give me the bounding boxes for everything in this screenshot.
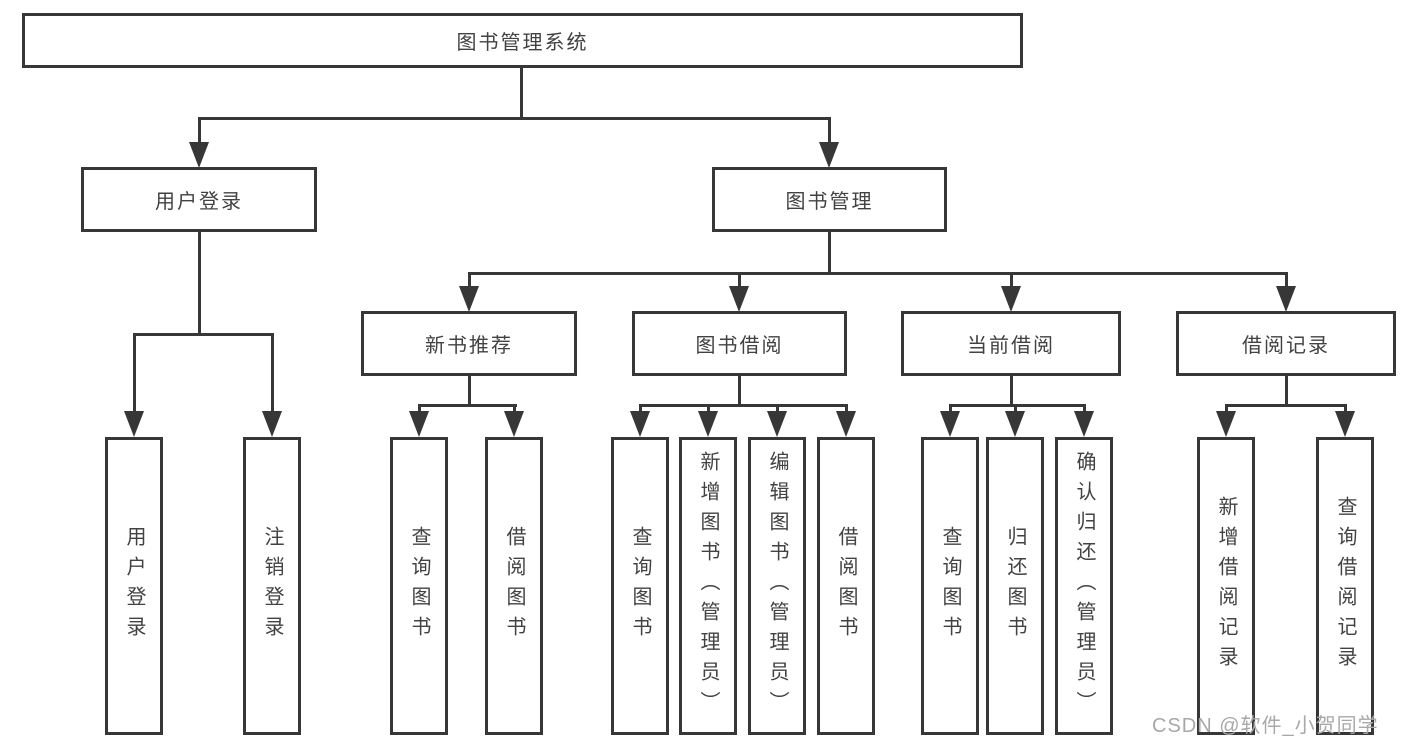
node-label: 借阅记录 [1242, 335, 1330, 357]
node-label: 图书管理系统 [456, 32, 589, 54]
node-label: 用户登录 [155, 191, 243, 213]
node-label: 归还图书 [1004, 526, 1026, 646]
leaf-query-borrow-record: 查询借阅记录 [1316, 437, 1374, 735]
node-borrow-records: 借阅记录 [1176, 311, 1396, 376]
arrow-down-icon [504, 411, 524, 437]
connector [1285, 272, 1288, 288]
connector [1344, 404, 1347, 416]
connector [1014, 404, 1017, 416]
arrow-down-icon [1216, 411, 1236, 437]
leaf-edit-books-admin: 编辑图书（管理员） [748, 437, 806, 735]
connector [418, 404, 517, 407]
node-label: 查询图书 [408, 526, 430, 646]
arrow-down-icon [409, 411, 429, 437]
node-user-login: 用户登录 [81, 167, 317, 232]
node-book-management: 图书管理 [712, 167, 947, 232]
connector [1010, 272, 1013, 288]
arrow-down-icon [1276, 286, 1296, 312]
node-label: 新增借阅记录 [1215, 496, 1237, 676]
node-book-borrow: 图书借阅 [632, 311, 847, 376]
leaf-return-books: 归还图书 [986, 437, 1044, 735]
node-label: 图书管理 [785, 191, 874, 213]
arrow-down-icon [1005, 411, 1025, 437]
arrow-down-icon [819, 142, 839, 168]
node-label: 用户登录 [123, 526, 145, 646]
node-label: 借阅图书 [503, 526, 525, 646]
connector [738, 272, 741, 288]
connector [1010, 376, 1013, 406]
connector [198, 232, 201, 335]
connector [949, 404, 952, 416]
connector [828, 117, 831, 145]
connector [1225, 404, 1347, 407]
leaf-borrow-books-1: 借阅图书 [485, 437, 543, 735]
connector [198, 117, 831, 120]
arrow-down-icon [1001, 286, 1021, 312]
node-label: 新书推荐 [425, 335, 513, 357]
connector [1225, 404, 1228, 416]
leaf-user-login: 用户登录 [105, 437, 163, 735]
arrow-down-icon [767, 411, 787, 437]
connector [828, 232, 831, 274]
node-label: 编辑图书（管理员） [766, 451, 788, 721]
connector [513, 404, 516, 416]
leaf-query-books-1: 查询图书 [390, 437, 448, 735]
arrow-down-icon [459, 286, 479, 312]
connector [468, 376, 471, 406]
connector [776, 404, 779, 416]
arrow-down-icon [729, 286, 749, 312]
node-label: 新增图书（管理员） [697, 451, 719, 721]
node-label: 查询图书 [939, 526, 961, 646]
connector [418, 404, 421, 416]
connector [949, 404, 1086, 407]
arrow-down-icon [630, 411, 650, 437]
arrow-down-icon [124, 411, 144, 437]
node-new-book-recommend: 新书推荐 [361, 311, 577, 376]
leaf-query-books-3: 查询图书 [921, 437, 979, 735]
node-root: 图书管理系统 [22, 13, 1023, 68]
node-label: 查询图书 [629, 526, 651, 646]
node-label: 借阅图书 [835, 526, 857, 646]
connector [468, 272, 471, 288]
leaf-query-books-2: 查询图书 [611, 437, 669, 735]
connector [198, 117, 201, 145]
leaf-confirm-return-admin: 确认归还（管理员） [1055, 437, 1113, 735]
arrow-down-icon [940, 411, 960, 437]
node-current-borrow: 当前借阅 [901, 311, 1121, 376]
node-label: 确认归还（管理员） [1073, 451, 1095, 721]
connector [271, 333, 274, 413]
node-label: 当前借阅 [967, 335, 1055, 357]
leaf-logout: 注销登录 [243, 437, 301, 735]
arrow-down-icon [262, 411, 282, 437]
arrow-down-icon [1335, 411, 1355, 437]
watermark: CSDN @软件_小贺同学 [1152, 715, 1379, 737]
connector [468, 272, 1288, 275]
connector [520, 68, 523, 118]
leaf-add-borrow-record: 新增借阅记录 [1197, 437, 1255, 735]
connector [1285, 376, 1288, 406]
connector [133, 333, 274, 336]
connector [1083, 404, 1086, 416]
leaf-borrow-books-2: 借阅图书 [817, 437, 875, 735]
node-label: 注销登录 [261, 526, 283, 646]
arrow-down-icon [1074, 411, 1094, 437]
connector [133, 333, 136, 413]
node-label: 图书借阅 [695, 335, 784, 357]
leaf-add-books-admin: 新增图书（管理员） [679, 437, 737, 735]
connector [639, 404, 642, 416]
arrow-down-icon [698, 411, 718, 437]
arrow-down-icon [836, 411, 856, 437]
arrow-down-icon [189, 142, 209, 168]
connector [707, 404, 710, 416]
connector [738, 376, 741, 406]
connector [639, 404, 848, 407]
connector [845, 404, 848, 416]
node-label: 查询借阅记录 [1334, 496, 1356, 676]
